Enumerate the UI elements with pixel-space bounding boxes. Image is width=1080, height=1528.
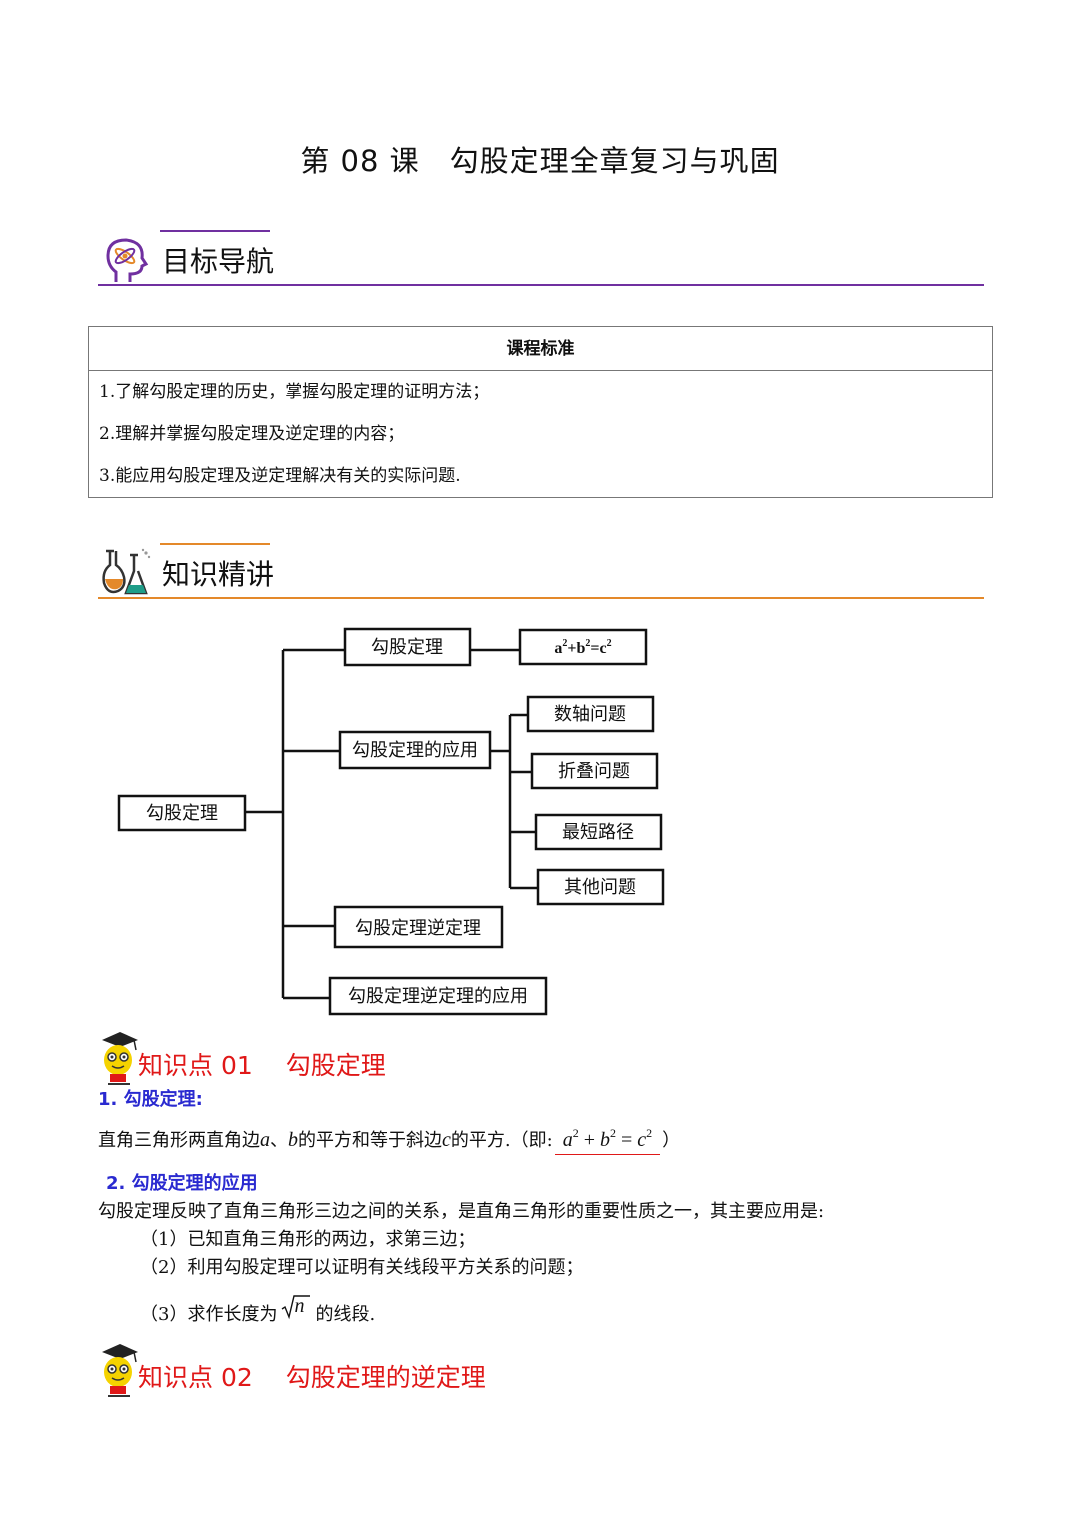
course-standards-table: 课程标准 1.了解勾股定理的历史，掌握勾股定理的证明方法； 2.理解并掌握勾股定… — [88, 326, 993, 498]
page-title: 第 08 课 勾股定理全章复习与巩固 — [300, 144, 780, 178]
text: 的平方.（即: — [450, 1130, 553, 1151]
section-title: 目标导航 — [162, 245, 275, 278]
subheading-theorem: 1. 勾股定理: — [98, 1089, 203, 1110]
header-top-line — [160, 543, 270, 545]
knowledge-point-title: 知识点 01 勾股定理 — [138, 1051, 386, 1080]
mind-map-leaf: 数轴问题 — [554, 704, 626, 724]
mind-map-root-box — [117, 794, 247, 832]
theorem-statement: 直角三角形两直角边a、b的平方和等于斜边c的平方.（即:a2 + b2 = c2… — [98, 1126, 680, 1155]
mind-map-leaf: 最短路径 — [562, 822, 634, 842]
application-item: （1）已知直角三角形的两边，求第三边； — [140, 1229, 476, 1250]
mind-map-leaf: 折叠问题 — [558, 761, 630, 781]
mind-map-formula: a2+b2=c2 — [554, 638, 611, 657]
mind-map-node-box — [328, 976, 548, 1016]
mind-map-node-converse: 勾股定理逆定理 — [355, 918, 481, 938]
head-atom-icon — [106, 238, 149, 282]
mind-map-leaf-box — [530, 752, 659, 790]
table-header: 课程标准 — [89, 327, 992, 371]
standard-item: 2.理解并掌握勾股定理及逆定理的内容； — [99, 424, 405, 444]
section-header-knowledge: 知识精讲 — [98, 543, 984, 603]
mind-map-leaf-box — [526, 695, 655, 733]
square-root-icon — [282, 1295, 311, 1320]
section-header-goals: 目标导航 — [98, 230, 984, 290]
graduate-mascot-icon — [102, 1032, 138, 1085]
mind-map-formula-box — [518, 628, 648, 666]
theorem-mind-map: 勾股定理 勾股定理 a2+b2=c2 勾股定理的应用 数轴问题 折叠问题 最短路… — [117, 627, 665, 1016]
mind-map-leaf: 其他问题 — [564, 877, 636, 897]
graduate-mascot-icon — [102, 1344, 138, 1397]
application-item: （2）利用勾股定理可以证明有关线段平方关系的问题； — [140, 1257, 584, 1278]
header-underline — [98, 284, 984, 286]
text: 、 — [270, 1130, 288, 1151]
knowledge-point-header: 知识点 02 勾股定理的逆定理 — [98, 1342, 598, 1402]
mind-map-node-box — [343, 627, 472, 667]
mind-map-root: 勾股定理 — [146, 803, 218, 823]
section-title: 知识精讲 — [162, 558, 275, 591]
mind-map-connectors — [245, 648, 538, 1000]
mind-map-node-converse-application: 勾股定理逆定理的应用 — [348, 986, 528, 1006]
standard-item: 1.了解勾股定理的历史，掌握勾股定理的证明方法； — [99, 382, 490, 402]
text: 的平方和等于斜边 — [298, 1130, 442, 1151]
flask-icon — [102, 548, 151, 595]
pythagorean-formula: a2 + b2 = c2 — [554, 1126, 661, 1155]
standard-item: 3.能应用勾股定理及逆定理解决有关的实际问题. — [99, 466, 461, 486]
mind-map-node-box — [333, 905, 504, 949]
knowledge-point-header: 知识点 01 勾股定理 — [98, 1030, 598, 1090]
mind-map-leaf-box — [536, 868, 665, 906]
text: （3）求作长度为 — [140, 1304, 278, 1325]
mind-map-leaf-box — [534, 813, 663, 851]
var-a: a — [260, 1129, 270, 1151]
mind-map-node-theorem: 勾股定理 — [371, 637, 443, 657]
mind-map-node-box — [338, 730, 492, 770]
application-intro: 勾股定理反映了直角三角形三边之间的关系，是直角三角形的重要性质之一，其主要应用是… — [98, 1201, 825, 1222]
var-b: b — [288, 1129, 298, 1151]
header-top-line — [160, 230, 270, 232]
mind-map-node-application: 勾股定理的应用 — [352, 740, 478, 760]
var-c: c — [442, 1129, 451, 1151]
sqrt-n: n — [281, 1294, 311, 1320]
knowledge-point-title: 知识点 02 勾股定理的逆定理 — [138, 1363, 486, 1392]
header-underline — [98, 597, 984, 599]
text: 直角三角形两直角边 — [98, 1130, 260, 1151]
text: ） — [662, 1130, 681, 1151]
subheading-application: 2. 勾股定理的应用 — [106, 1173, 258, 1194]
text: 的线段. — [315, 1304, 376, 1325]
